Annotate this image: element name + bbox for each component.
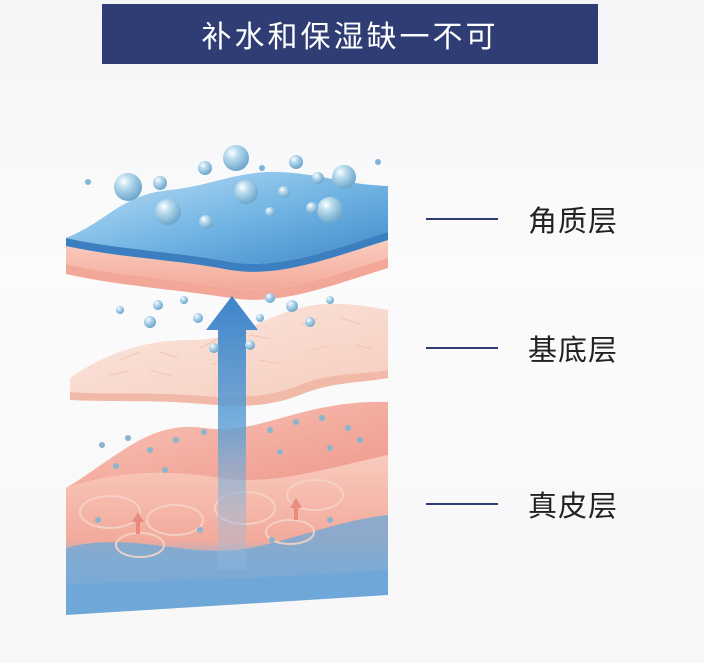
stratum-corneum-shape bbox=[66, 171, 388, 300]
layer-label-text: 真皮层 bbox=[528, 489, 619, 523]
layer-label-text: 角质层 bbox=[528, 204, 619, 238]
page-title: 补水和保湿缺一不可 bbox=[201, 20, 499, 55]
title-banner: 补水和保湿缺一不可 bbox=[102, 4, 598, 64]
water-droplet-icon bbox=[85, 145, 381, 543]
leader-line bbox=[426, 503, 498, 505]
leader-line bbox=[426, 347, 498, 349]
layer-label-text: 基底层 bbox=[528, 333, 619, 367]
upward-arrow-icon bbox=[206, 296, 258, 570]
label-basal-layer: 基底层 bbox=[426, 327, 618, 369]
label-dermis: 真皮层 bbox=[426, 483, 618, 525]
label-stratum-corneum: 角质层 bbox=[426, 198, 618, 240]
leader-line bbox=[426, 218, 498, 220]
